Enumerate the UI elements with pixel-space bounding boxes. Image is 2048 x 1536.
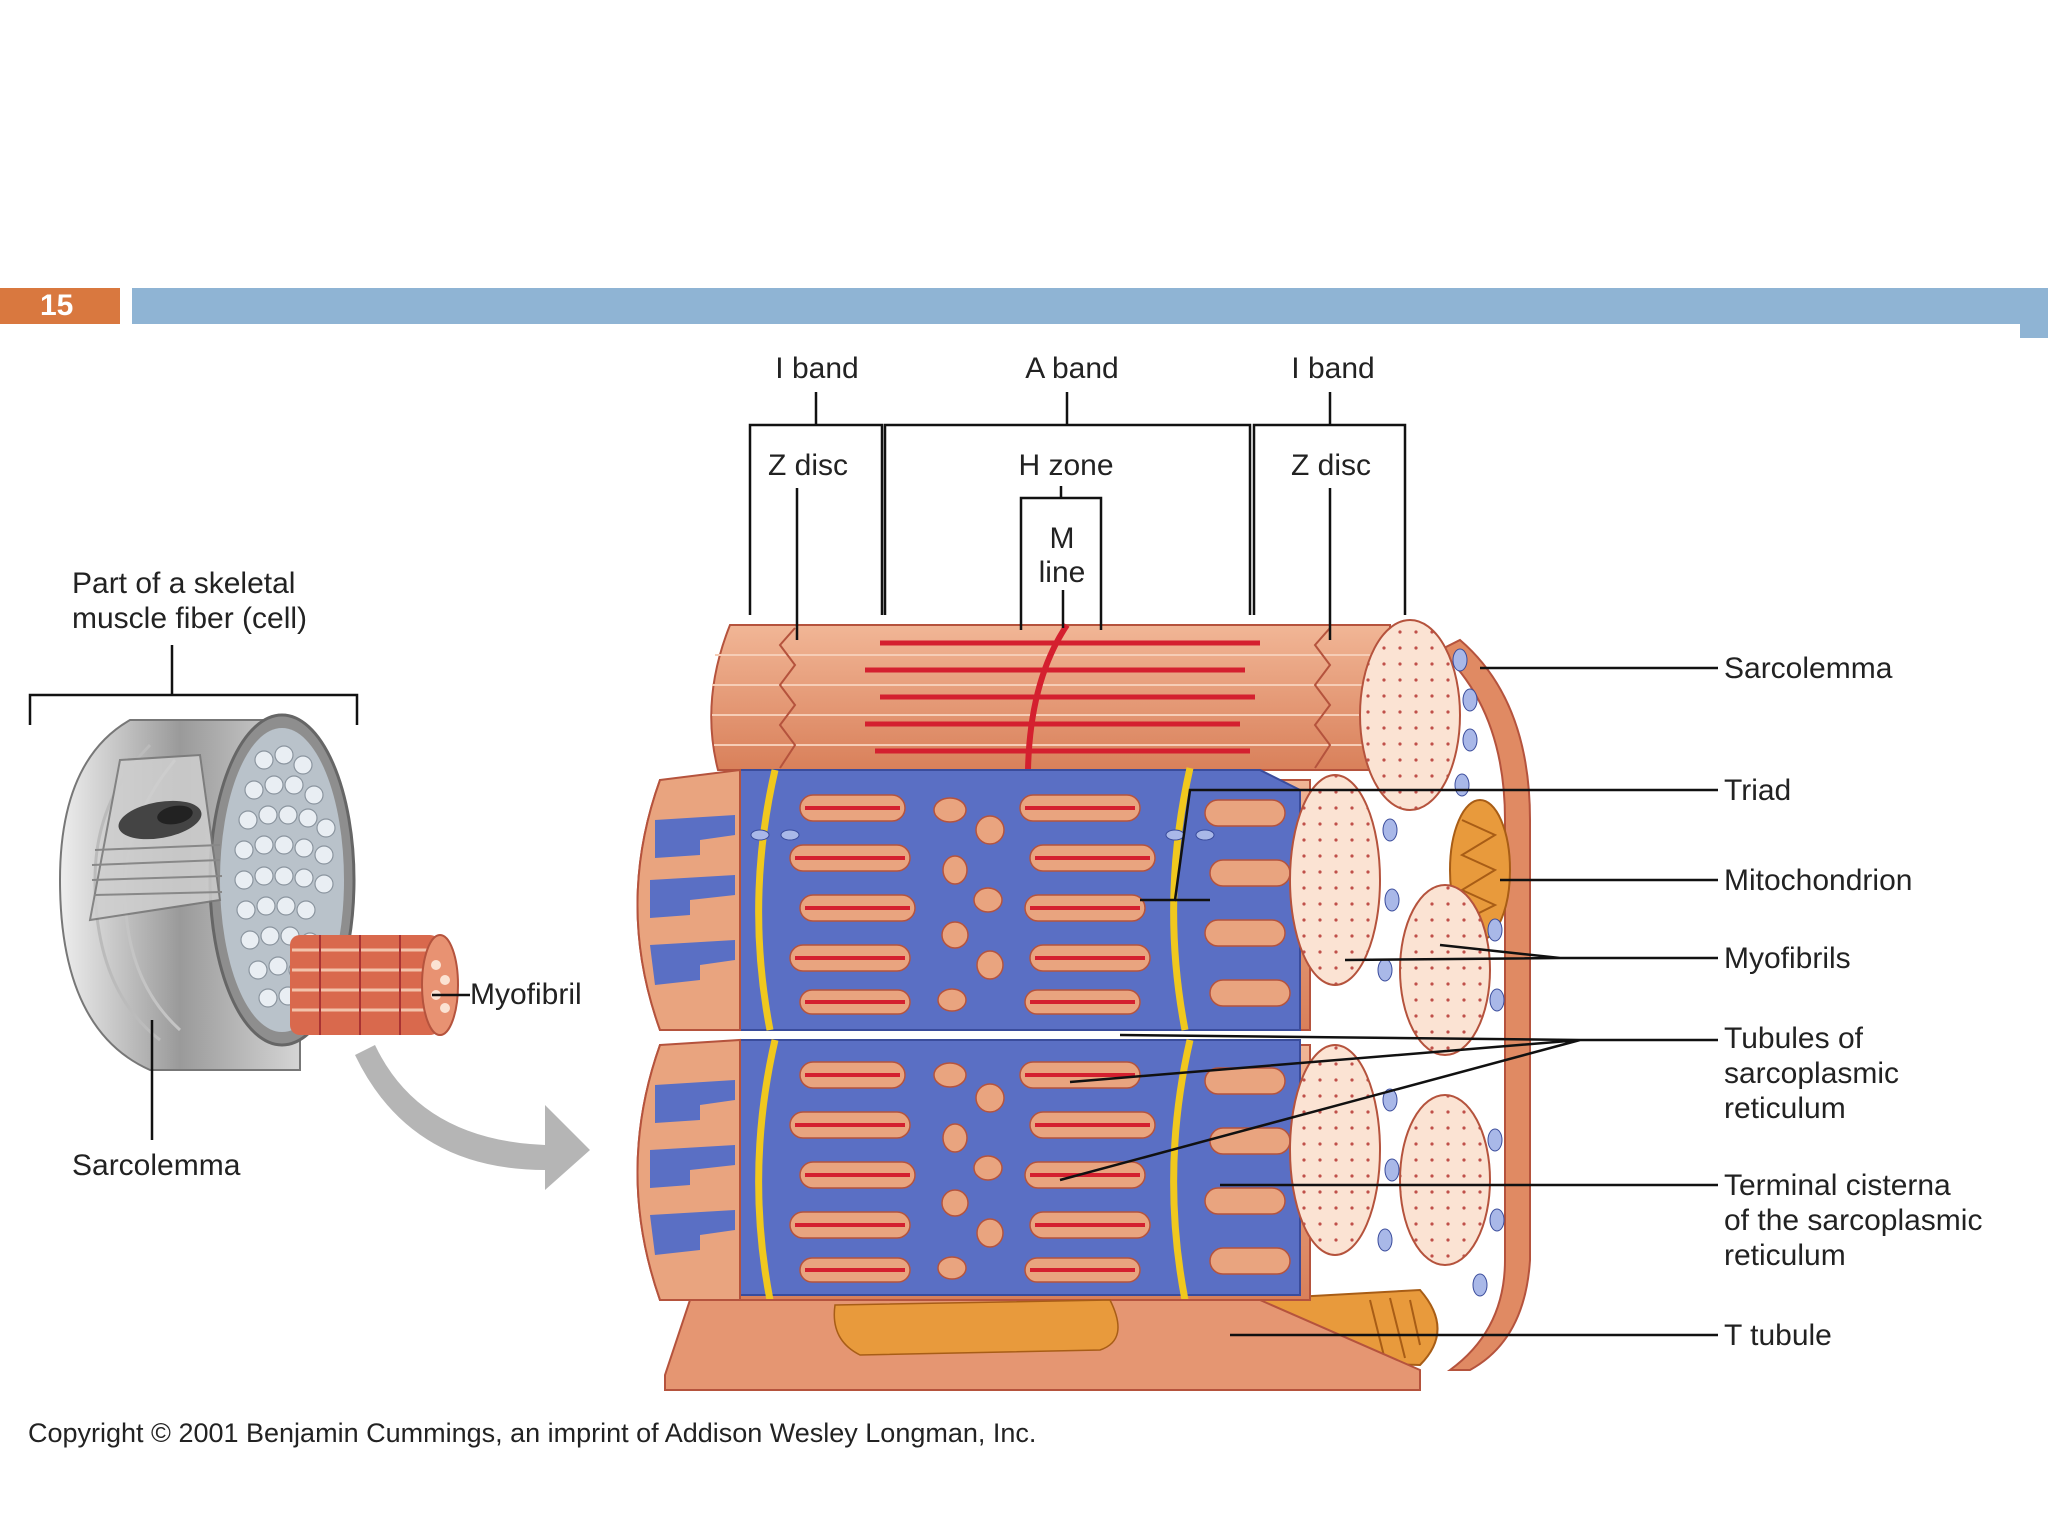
extracted-myofibril bbox=[290, 934, 459, 1036]
label-triad: Triad bbox=[1724, 774, 1791, 807]
slide-number: 15 bbox=[0, 288, 120, 324]
label-terminal-cisterna-2: of the sarcoplasmic bbox=[1724, 1204, 1982, 1237]
left-title-line2: muscle fiber (cell) bbox=[72, 602, 307, 635]
label-sarcolemma-left: Sarcolemma bbox=[72, 1149, 241, 1182]
myofibril-cross-sections bbox=[1289, 619, 1491, 1266]
band-brackets bbox=[748, 392, 1407, 640]
left-title-line1: Part of a skeletal bbox=[72, 567, 295, 600]
myofibril-middle bbox=[636, 767, 1311, 1031]
right-leaders bbox=[1059, 666, 1718, 1337]
sarcolemma-wall bbox=[1438, 638, 1531, 1371]
label-h-zone: H zone bbox=[1018, 449, 1113, 482]
label-i-band-right: I band bbox=[1291, 352, 1374, 385]
label-t-tubule: T tubule bbox=[1724, 1319, 1832, 1352]
label-i-band-left: I band bbox=[775, 352, 858, 385]
left-figure-title: Part of a skeletal muscle fiber (cell) bbox=[72, 567, 307, 635]
label-sarcolemma-right: Sarcolemma bbox=[1724, 652, 1893, 685]
label-z-disc-left: Z disc bbox=[768, 449, 848, 482]
title-bar bbox=[132, 288, 2048, 324]
label-terminal-cisterna-1: Terminal cisterna bbox=[1724, 1169, 1951, 1202]
label-tubules-sr-3: reticulum bbox=[1724, 1092, 1846, 1125]
left-figure-leaders bbox=[28, 645, 470, 1140]
label-tubules-sr-2: sarcoplasmic bbox=[1724, 1057, 1899, 1090]
myofibril-lower bbox=[636, 1038, 1311, 1386]
zoom-arrow bbox=[355, 1045, 590, 1190]
label-myofibrils: Myofibrils bbox=[1724, 942, 1851, 975]
copyright-text: Copyright © 2001 Benjamin Cummings, an i… bbox=[28, 1418, 1036, 1448]
label-mitochondrion: Mitochondrion bbox=[1724, 864, 1912, 897]
label-m-line-1: M bbox=[1050, 522, 1075, 555]
myofibril-top bbox=[710, 623, 1391, 771]
title-bar-tail bbox=[2020, 324, 2048, 338]
label-myofibril: Myofibril bbox=[470, 978, 582, 1011]
label-z-disc-right: Z disc bbox=[1291, 449, 1371, 482]
label-a-band: A band bbox=[1025, 352, 1118, 385]
muscle-fiber-cell bbox=[58, 713, 356, 1071]
label-terminal-cisterna-3: reticulum bbox=[1724, 1239, 1846, 1272]
label-tubules-sr-1: Tubules of bbox=[1724, 1022, 1864, 1055]
label-m-line-2: line bbox=[1039, 556, 1086, 589]
